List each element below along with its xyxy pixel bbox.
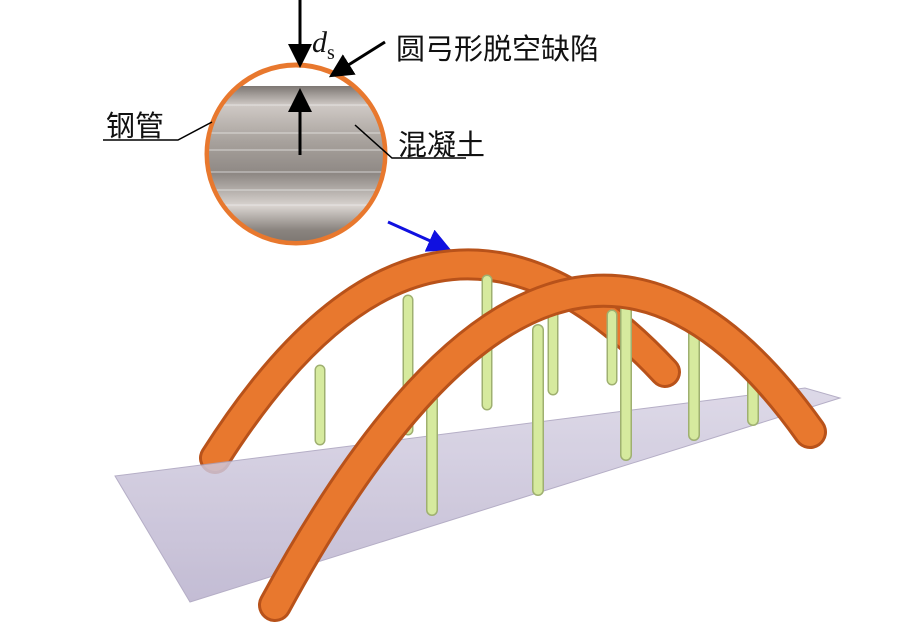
back-arch — [202, 251, 678, 471]
zoom-pointer-arrow — [387, 220, 452, 252]
concrete-label: 混凝土 — [398, 128, 486, 162]
gap-subscript: s — [327, 42, 335, 64]
concrete-leader-line — [354, 124, 466, 159]
defect-pointer — [328, 40, 386, 78]
steel-leader-line — [103, 121, 213, 141]
front-arch — [261, 276, 824, 619]
defect-label: 圆弓形脱空缺陷 — [396, 32, 600, 66]
cross-section — [103, 0, 466, 246]
arch-bridge — [114, 248, 842, 622]
gap-thickness-label: ds — [312, 26, 335, 65]
steel-tube-label: 钢管 — [106, 109, 165, 143]
gap-symbol: d — [312, 26, 327, 59]
